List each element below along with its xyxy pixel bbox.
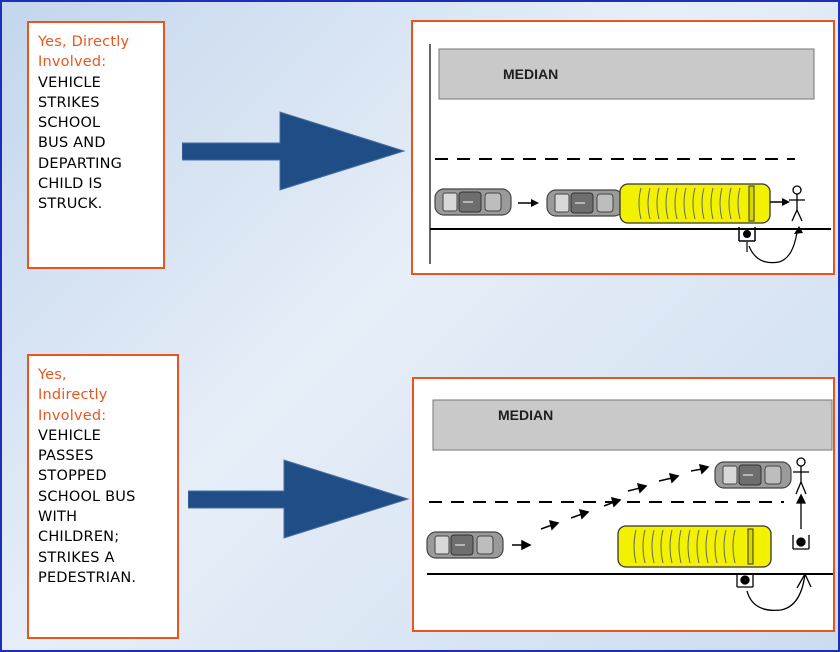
panel1-heading-line1: Yes, Directly bbox=[38, 34, 130, 50]
panel2-body-line3: STOPPED bbox=[38, 468, 107, 485]
panel1-child-path bbox=[748, 231, 798, 264]
panel1-pointer-arrow-icon bbox=[182, 111, 406, 191]
panel2-body-line6: CHILDREN; bbox=[38, 529, 120, 546]
panel1-body-line6: CHILD IS bbox=[38, 176, 103, 193]
panel2-pointer-arrow-icon bbox=[188, 459, 410, 539]
panel1-motion-arrow-1-icon bbox=[518, 199, 539, 207]
panel2-body-line2: PASSES bbox=[38, 448, 94, 465]
panel1-description: Yes, Directly Involved: VEHICLE STRIKES … bbox=[27, 21, 165, 269]
panel2-school-bus-icon bbox=[617, 525, 772, 568]
panel1-body-line1: VEHICLE bbox=[38, 74, 102, 91]
panel1-body-line3: SCHOOL bbox=[38, 115, 101, 132]
panel2-body-line1: VEHICLE bbox=[38, 427, 102, 444]
panel2-heading-line1: Yes, bbox=[38, 367, 67, 383]
panel1-median-label: MEDIAN bbox=[503, 66, 558, 82]
panel2-passing-path-arrows-icon bbox=[512, 463, 710, 551]
panel2-median-label: MEDIAN bbox=[498, 407, 553, 423]
panel1-pedestrian-icon bbox=[789, 185, 805, 222]
panel1-scene: MEDIAN bbox=[411, 20, 835, 275]
panel2-crossing-child-icon bbox=[792, 493, 810, 550]
panel2-body-line8: PEDESTRIAN. bbox=[38, 569, 137, 586]
panel1-departing-child-icon bbox=[738, 227, 756, 252]
panel1-car-1-icon bbox=[434, 188, 512, 216]
panel2-scene: MEDIAN bbox=[412, 377, 835, 632]
panel2-body-line5: WITH bbox=[38, 509, 78, 526]
panel2-body-line4: SCHOOL BUS bbox=[38, 488, 136, 505]
panel2-median bbox=[432, 399, 833, 451]
panel2-body-line7: STRIKES A bbox=[38, 549, 115, 566]
panel2-description: Yes, Indirectly Involved: VEHICLE PASSES… bbox=[27, 354, 179, 639]
panel2-car-1-icon bbox=[426, 531, 504, 559]
panel2-heading-line2: Indirectly bbox=[38, 387, 108, 404]
panel2-heading-line3: Involved: bbox=[38, 407, 107, 424]
panel1-car-2-icon bbox=[546, 189, 624, 217]
panel2-pedestrian-icon bbox=[793, 457, 809, 495]
panel1-motion-arrow-2-icon bbox=[770, 198, 790, 206]
panel1-body-line4: BUS AND bbox=[38, 135, 106, 152]
panel1-median bbox=[438, 48, 815, 100]
panel2-car-2-icon bbox=[714, 461, 792, 489]
panel1-body-line7: STRUCK. bbox=[38, 196, 103, 213]
panel2-departing-child-icon bbox=[736, 573, 812, 612]
panel1-body-line2: STRIKES bbox=[38, 94, 100, 111]
panel1-heading-line2: Involved: bbox=[38, 54, 107, 71]
panel1-body-line5: DEPARTING bbox=[38, 155, 123, 172]
panel1-school-bus-icon bbox=[619, 183, 771, 224]
